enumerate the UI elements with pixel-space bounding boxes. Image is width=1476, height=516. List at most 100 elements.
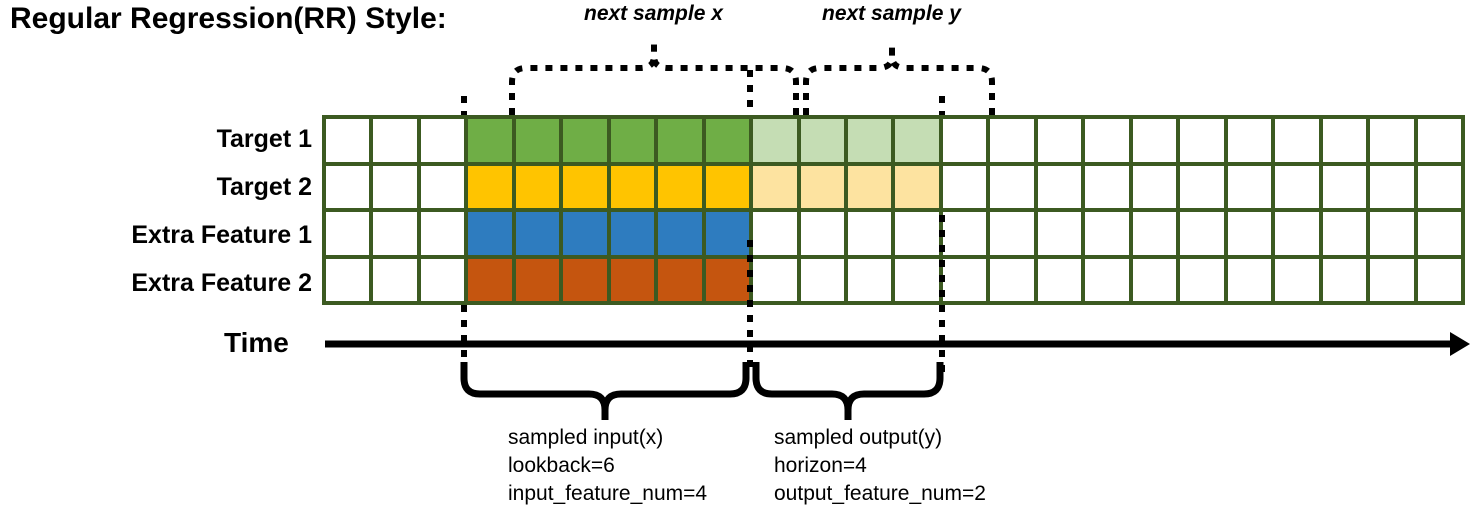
grid-cell-r1-c21 — [1275, 119, 1319, 162]
grid-cell-r2-c20 — [1227, 165, 1272, 208]
grid-cell-r4-c8 — [658, 258, 702, 301]
grid-cell-r1-c15 — [990, 119, 1034, 162]
grid-cell-r2-c6 — [563, 165, 607, 208]
grid-cell-r4-c9 — [705, 258, 750, 301]
grid-cell-r4-c3 — [420, 258, 465, 301]
grid-cell-r4-c18 — [1132, 258, 1177, 301]
page-title: Regular Regression(RR) Style: — [10, 2, 447, 35]
grid-cell-r1-c24 — [1417, 119, 1461, 162]
grid-cell-r2-c16 — [1037, 165, 1082, 208]
annotation-next-sample-y-label: next sample y — [822, 2, 961, 25]
grid-cell-r3-c22 — [1322, 212, 1367, 255]
grid-cell-r4-c1 — [326, 258, 370, 301]
grid-cell-r2-c7 — [610, 165, 655, 208]
grid-cell-r3-c10 — [753, 212, 797, 255]
grid-cell-r3-c8 — [658, 212, 702, 255]
grid-cell-r3-c15 — [990, 212, 1034, 255]
annotation-sampled-input-line2: lookback=6 — [508, 454, 615, 477]
grid-cell-r1-c9 — [705, 119, 750, 162]
grid-cell-r3-c16 — [1037, 212, 1082, 255]
grid-cell-r1-c8 — [658, 119, 702, 162]
grid-cell-r2-c5 — [515, 165, 560, 208]
grid-cell-r1-c6 — [563, 119, 607, 162]
row-label-extra-feature-2: Extra Feature 2 — [131, 269, 312, 297]
grid-cell-r3-c3 — [420, 212, 465, 255]
grid-cell-r1-c22 — [1322, 119, 1367, 162]
grid-cell-r1-c17 — [1085, 119, 1129, 162]
grid-cell-r2-c3 — [420, 165, 465, 208]
annotation-next-sample-x-label: next sample x — [584, 2, 723, 25]
grid-cell-r2-c11 — [800, 165, 845, 208]
grid-cell-r1-c3 — [420, 119, 465, 162]
grid-cell-r4-c19 — [1180, 258, 1224, 301]
time-axis-arrow — [325, 332, 1470, 356]
grid-cell-r3-c24 — [1417, 212, 1461, 255]
grid-cell-r4-c15 — [990, 258, 1034, 301]
grid-cell-r2-c23 — [1370, 165, 1414, 208]
grid-cell-r1-c1 — [326, 119, 370, 162]
grid-cell-r3-c7 — [610, 212, 655, 255]
grid-cell-r2-c4 — [468, 165, 512, 208]
grid-cell-r2-c15 — [990, 165, 1034, 208]
grid-cell-r1-c14 — [942, 119, 987, 162]
grid-cell-r3-c4 — [468, 212, 512, 255]
row-label-target-2: Target 2 — [216, 173, 312, 201]
grid-cell-r1-c2 — [373, 119, 417, 162]
annotation-sampled-output-line2: horizon=4 — [774, 454, 867, 477]
row-label-target-1: Target 1 — [216, 125, 312, 153]
grid-cell-r1-c5 — [515, 119, 560, 162]
grid-cell-r3-c21 — [1275, 212, 1319, 255]
timeline-grid — [322, 115, 1465, 305]
grid-cell-r2-c10 — [753, 165, 797, 208]
grid-cell-r2-c8 — [658, 165, 702, 208]
grid-cell-r1-c16 — [1037, 119, 1082, 162]
grid-cell-r2-c9 — [705, 165, 750, 208]
grid-cell-r2-c17 — [1085, 165, 1129, 208]
grid-cell-r4-c7 — [610, 258, 655, 301]
grid-cell-r4-c24 — [1417, 258, 1461, 301]
grid-cell-r4-c22 — [1322, 258, 1367, 301]
grid-cell-r2-c24 — [1417, 165, 1461, 208]
time-axis-label: Time — [224, 327, 289, 358]
grid-cell-r4-c16 — [1037, 258, 1082, 301]
grid-cell-r3-c19 — [1180, 212, 1224, 255]
grid-cell-r3-c18 — [1132, 212, 1177, 255]
grid-cell-r3-c20 — [1227, 212, 1272, 255]
grid-cell-r4-c12 — [848, 258, 892, 301]
brace-next-sample-y — [803, 42, 995, 115]
grid-cell-r2-c22 — [1322, 165, 1367, 208]
grid-cell-r4-c17 — [1085, 258, 1129, 301]
grid-cell-r2-c14 — [942, 165, 987, 208]
row-label-extra-feature-1: Extra Feature 1 — [131, 221, 312, 249]
grid-cell-r4-c13 — [895, 258, 939, 301]
grid-cell-r3-c13 — [895, 212, 939, 255]
grid-cell-r4-c6 — [563, 258, 607, 301]
annotation-sampled-input-line3: input_feature_num=4 — [508, 482, 708, 505]
grid-cell-r2-c2 — [373, 165, 417, 208]
grid-cell-r3-c12 — [848, 212, 892, 255]
grid-cell-r3-c5 — [515, 212, 560, 255]
grid-cell-r1-c19 — [1180, 119, 1224, 162]
grid-cell-r1-c7 — [610, 119, 655, 162]
grid-cell-r1-c4 — [468, 119, 512, 162]
grid-cell-r3-c9 — [705, 212, 750, 255]
grid-cell-r1-c13 — [895, 119, 939, 162]
annotation-sampled-output-line3: output_feature_num=2 — [774, 482, 986, 505]
grid-cell-r3-c14 — [942, 212, 987, 255]
grid-cell-r3-c17 — [1085, 212, 1129, 255]
grid-cell-r4-c4 — [468, 258, 512, 301]
grid-cell-r2-c19 — [1180, 165, 1224, 208]
grid-cell-r2-c21 — [1275, 165, 1319, 208]
grid-cell-r4-c14 — [942, 258, 987, 301]
grid-cell-r1-c10 — [753, 119, 797, 162]
grid-cell-r1-c23 — [1370, 119, 1414, 162]
grid-cell-r3-c2 — [373, 212, 417, 255]
grid-cell-r4-c20 — [1227, 258, 1272, 301]
grid-cell-r3-c11 — [800, 212, 845, 255]
brace-sampled-output — [752, 362, 944, 420]
grid-cell-r4-c23 — [1370, 258, 1414, 301]
grid-cell-r2-c1 — [326, 165, 370, 208]
grid-cell-r3-c6 — [563, 212, 607, 255]
grid-cell-r2-c12 — [848, 165, 892, 208]
